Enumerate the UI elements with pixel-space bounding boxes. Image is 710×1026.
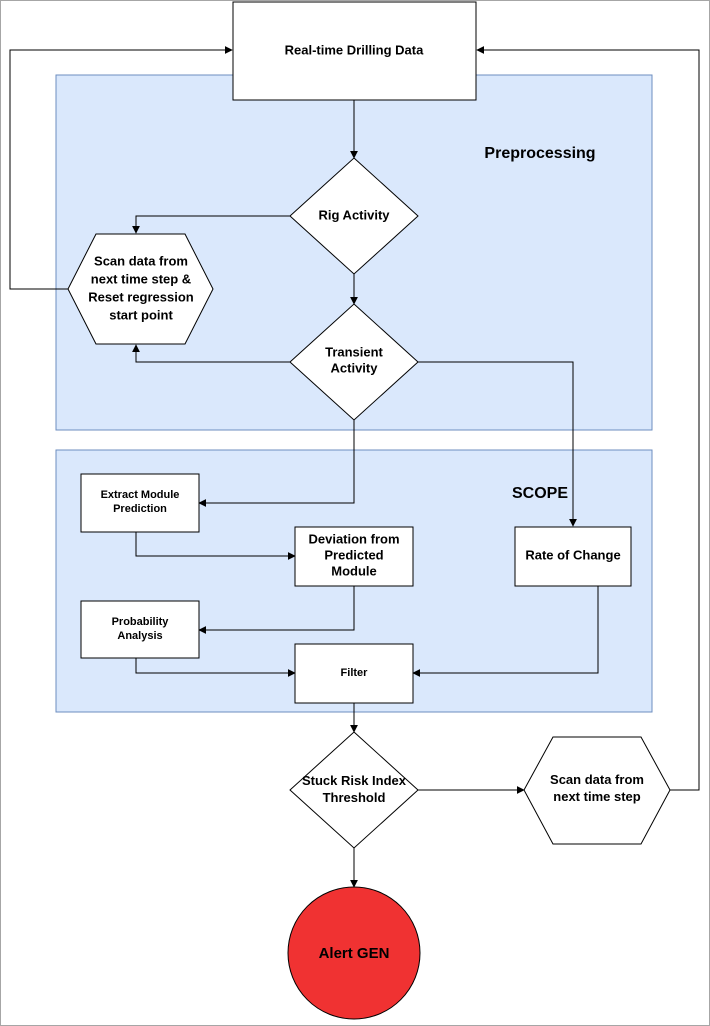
rate-of-change-node xyxy=(514,526,632,587)
realtime-data-label: Real-time Drilling Data xyxy=(285,42,424,57)
alert-gen-node xyxy=(287,886,421,1020)
alert-gen-label: Alert GEN xyxy=(319,945,390,962)
scan-next-label: Scan data from next time step xyxy=(550,772,644,804)
scan-reset-hexagon xyxy=(67,233,214,345)
stuck-risk-decision xyxy=(289,731,419,849)
rig-activity-label: Rig Activity xyxy=(318,207,390,222)
stuck-line: Threshold xyxy=(323,790,386,805)
filter-label: Filter xyxy=(341,667,369,679)
deviation-line: Predicted xyxy=(324,547,383,562)
scan-reset-label: Scan data from next time step & Reset regr… xyxy=(88,253,194,322)
preprocessing-label: Preprocessing xyxy=(484,145,595,162)
realtime-data-node xyxy=(232,1,477,101)
extract-line: Prediction xyxy=(113,503,167,515)
probability-node xyxy=(80,600,200,659)
rig-activity-decision xyxy=(289,157,419,275)
scan-reset-line: Reset regression xyxy=(88,289,194,304)
rate-of-change-label: Rate of Change xyxy=(525,547,620,562)
rig-activity-line: Rig Activity xyxy=(318,207,390,222)
arrow-rig-to-scan-reset xyxy=(132,215,290,234)
stuck-line: Stuck Risk Index xyxy=(302,773,407,788)
deviation-line: Deviation from xyxy=(308,531,399,546)
arrow-transient-to-extract xyxy=(198,420,355,507)
scope-label: SCOPE xyxy=(512,485,568,502)
arrow-scan-reset-to-realtime xyxy=(9,46,233,290)
transient-line: Transient xyxy=(325,344,383,359)
alert-line: Alert GEN xyxy=(319,945,390,962)
probability-line: Probability xyxy=(112,616,170,628)
transient-line: Activity xyxy=(331,360,379,375)
scan-reset-line: start point xyxy=(109,307,173,322)
arrow-scan-next-to-realtime xyxy=(476,46,700,791)
arrow-rate-to-filter xyxy=(412,586,599,677)
scan-next-hexagon xyxy=(523,736,671,845)
arrow-transient-to-scan-reset xyxy=(132,344,290,363)
probability-line: Analysis xyxy=(117,630,162,642)
realtime-line: Real-time Drilling Data xyxy=(285,42,424,57)
extract-line: Extract Module xyxy=(101,489,180,501)
filter-line: Filter xyxy=(341,667,369,679)
arrow-probability-to-filter xyxy=(135,658,296,677)
scan-reset-line: Scan data from xyxy=(94,253,188,268)
arrow-extract-to-deviation xyxy=(135,532,296,560)
deviation-node xyxy=(294,526,414,587)
filter-node xyxy=(294,643,414,704)
arrow-deviation-to-probability xyxy=(198,586,355,634)
scan-next-line: Scan data from xyxy=(550,772,644,787)
connectors xyxy=(9,46,700,888)
deviation-line: Module xyxy=(331,563,377,578)
scan-next-line: next time step xyxy=(553,789,640,804)
arrow-transient-to-rate xyxy=(418,361,577,527)
extract-module-node xyxy=(80,473,200,533)
transient-activity-decision xyxy=(289,303,419,421)
rate-line: Rate of Change xyxy=(525,547,620,562)
scan-reset-line: next time step & xyxy=(91,271,191,286)
